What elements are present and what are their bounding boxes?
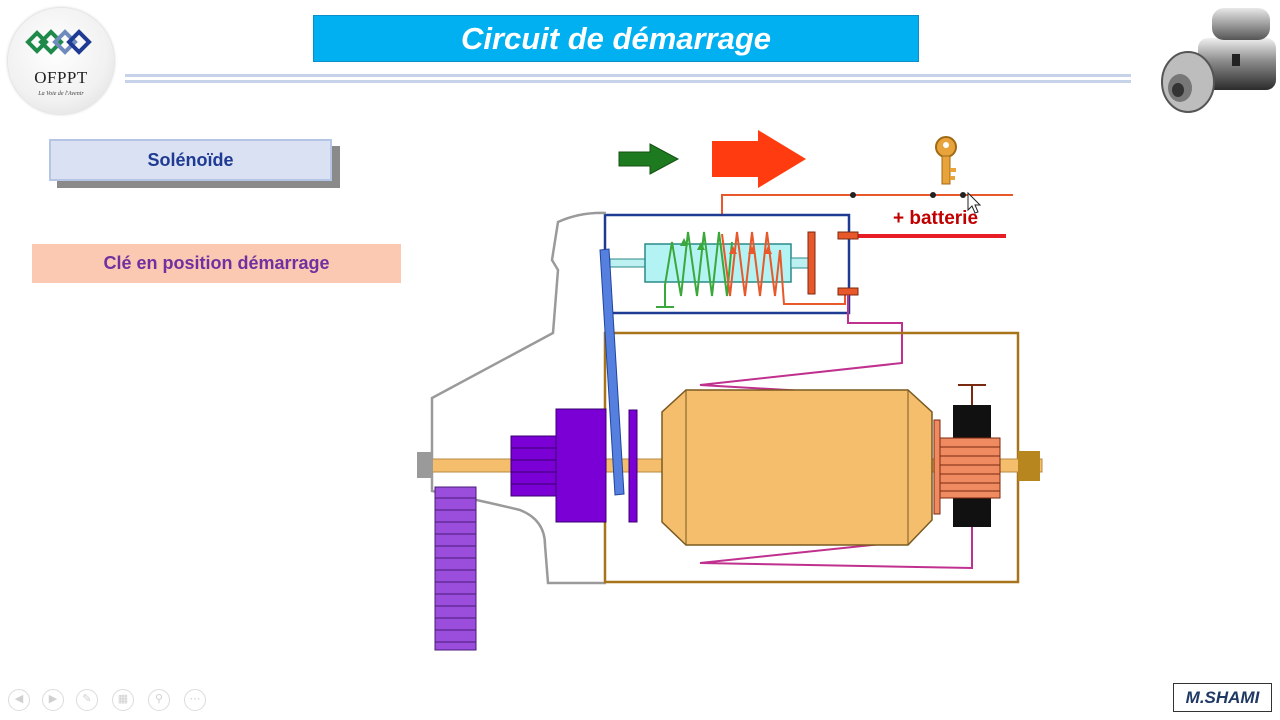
armature [661, 389, 933, 546]
ring-gear-teeth [435, 497, 476, 643]
hold-in-coil [664, 231, 733, 300]
wire-node [960, 192, 966, 198]
rear-bearing [1018, 451, 1040, 481]
commutator-washer [933, 419, 941, 515]
shaft-bearing [417, 452, 433, 478]
contact-disc [807, 231, 816, 295]
header-rule-bottom [125, 80, 1131, 83]
battery-terminal [837, 231, 859, 240]
current-arrow-icon [764, 246, 772, 254]
author-box: M.SHAMI [1173, 683, 1272, 712]
drive-collar [628, 409, 638, 523]
battery-label: + batterie [893, 208, 979, 229]
current-arrow-icon [680, 238, 688, 246]
red-arrow-icon [712, 130, 806, 188]
header-rule-top [125, 74, 1131, 77]
pinion-gear [510, 435, 558, 497]
previous-icon[interactable]: ◀ [8, 689, 30, 711]
green-arrow-icon [618, 143, 680, 175]
title-banner: Circuit de démarrage [313, 15, 919, 62]
plunger-rod [609, 258, 649, 268]
key-icon [935, 136, 957, 185]
wire-node [930, 192, 936, 198]
plunger-stem [790, 257, 810, 269]
more-icon[interactable]: ⋯ [184, 689, 206, 711]
flywheel-ring-gear [434, 486, 477, 651]
logo-name: OFPPT [34, 68, 88, 87]
current-arrow-icon [697, 242, 705, 250]
commutator-segments [940, 446, 1000, 492]
mouse-cursor-icon [967, 191, 982, 214]
slide-title: Circuit de démarrage [460, 21, 772, 56]
next-icon[interactable]: ▶ [42, 689, 64, 711]
logo-diamonds-icon [25, 29, 92, 55]
key-state-label-box: Clé en position démarrage [32, 244, 401, 283]
starter-motor-photo [1161, 8, 1276, 113]
author-name: M.SHAMI [1185, 688, 1260, 707]
slides-icon[interactable]: ▦ [112, 689, 134, 711]
pinion-teeth [511, 447, 557, 485]
current-arrow-icon [748, 246, 756, 254]
commutator [939, 437, 1001, 499]
current-arrow-icon [729, 246, 737, 254]
pull-in-coil [721, 231, 846, 305]
ofppt-logo: OFPPT La Voie de l'Avenir [8, 8, 114, 114]
pen-icon[interactable]: ✎ [76, 689, 98, 711]
wire-node [850, 192, 856, 198]
motor-terminal [837, 287, 859, 296]
key-state-label: Clé en position démarrage [103, 253, 330, 273]
overrunning-clutch [555, 408, 607, 523]
zoom-icon[interactable]: ⚲ [148, 689, 170, 711]
solenoid-button[interactable]: Solénoïde [49, 139, 332, 181]
logo-tagline: La Voie de l'Avenir [38, 91, 84, 97]
solenoid-button-label: Solénoïde [147, 150, 234, 170]
shift-lever [599, 248, 625, 496]
